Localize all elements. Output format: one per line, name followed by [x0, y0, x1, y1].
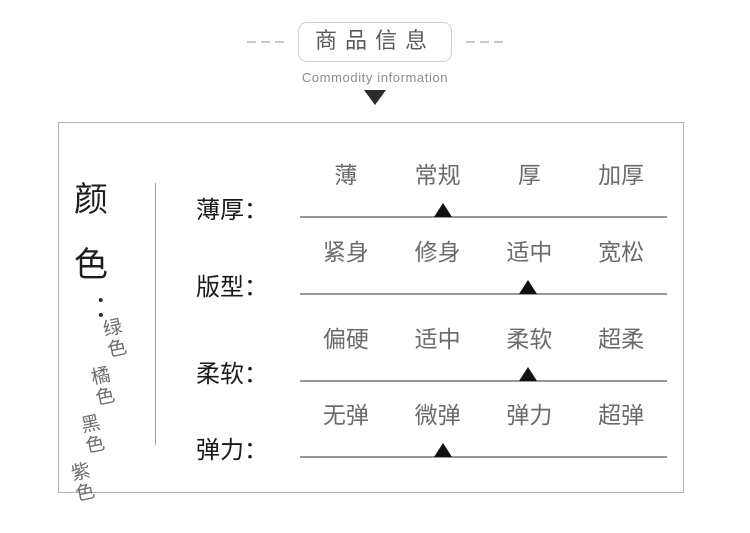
attribute-row-softness: 柔软： 偏硬 适中 柔软 超柔: [196, 316, 671, 390]
scale-marker-softness: [518, 367, 537, 381]
scale-marker-elasticity: [434, 443, 453, 457]
color-option-black-char-2: 色: [83, 431, 107, 458]
color-label-char-1: 颜: [74, 180, 108, 220]
scale-elasticity: 无弹 微弹 弹力 超弹: [300, 402, 667, 466]
scale-marker-thickness: [434, 203, 453, 217]
scale-line-elasticity: [300, 456, 667, 458]
color-option-purple-char-2: 色: [73, 479, 97, 506]
attribute-row-thickness: 薄厚： 薄 常规 厚 加厚: [196, 152, 671, 226]
scale-option-fit-0: 紧身: [322, 240, 369, 266]
down-triangle-icon: [364, 90, 386, 105]
color-option-black: 黑色: [78, 411, 108, 458]
panel-vertical-divider: [155, 183, 156, 445]
scale-option-elasticity-2: 弹力: [506, 403, 553, 429]
scale-line-thickness: [300, 216, 667, 218]
scale-line-softness: [300, 380, 667, 382]
color-option-green-char-2: 色: [105, 335, 129, 362]
scale-option-fit-2: 适中: [506, 240, 553, 266]
attribute-row-fit: 版型： 紧身 修身 适中 宽松: [196, 229, 671, 303]
scale-marker-fit: [518, 280, 537, 294]
color-option-purple: 紫色: [68, 459, 98, 506]
scale-option-softness-0: 偏硬: [322, 327, 369, 353]
color-section: 颜 色 绿色 橘色 黑色 紫色: [62, 170, 157, 505]
scale-fit: 紧身 修身 适中 宽松: [300, 239, 667, 303]
right-dashes-icon: [466, 41, 503, 43]
attribute-label-elasticity: 弹力：: [196, 436, 268, 464]
attribute-label-fit: 版型：: [196, 273, 268, 301]
attribute-rows: 薄厚： 薄 常规 厚 加厚 版型： 紧身 修身 适中 宽松: [196, 152, 676, 462]
scale-option-thickness-3: 加厚: [598, 163, 645, 189]
color-option-orange: 橘色: [88, 363, 118, 410]
scale-option-softness-1: 适中: [414, 327, 461, 353]
color-label-char-2: 色: [74, 245, 108, 285]
title-row: 商品信息: [0, 22, 750, 62]
attribute-label-softness: 柔软：: [196, 360, 268, 388]
scale-option-elasticity-3: 超弹: [598, 403, 645, 429]
scale-thickness: 薄 常规 厚 加厚: [300, 162, 667, 226]
title-box: 商品信息: [297, 22, 452, 62]
scale-options-thickness: 薄 常规 厚 加厚: [300, 162, 667, 191]
scale-option-thickness-0: 薄: [334, 163, 358, 189]
color-option-orange-char-2: 色: [93, 383, 117, 410]
scale-options-elasticity: 无弹 微弹 弹力 超弹: [300, 402, 667, 431]
page-title: 商品信息: [314, 28, 435, 53]
scale-line-fit: [300, 293, 667, 295]
page-subtitle: Commodity information: [301, 70, 449, 85]
scale-option-fit-3: 宽松: [598, 240, 645, 266]
color-option-green: 绿色: [100, 315, 130, 362]
attribute-row-elasticity: 弹力： 无弹 微弹 弹力 超弹: [196, 392, 671, 466]
scale-option-elasticity-1: 微弹: [414, 403, 461, 429]
scale-option-softness-2: 柔软: [506, 327, 553, 353]
header: 商品信息 Commodity information: [0, 22, 750, 112]
scale-options-fit: 紧身 修身 适中 宽松: [300, 239, 667, 268]
info-panel: [58, 122, 684, 493]
scale-option-elasticity-0: 无弹: [322, 403, 369, 429]
left-dashes-icon: [246, 41, 284, 43]
attribute-label-thickness: 薄厚：: [196, 196, 268, 224]
scale-softness: 偏硬 适中 柔软 超柔: [300, 326, 667, 390]
scale-options-softness: 偏硬 适中 柔软 超柔: [300, 326, 667, 355]
scale-option-softness-3: 超柔: [598, 327, 645, 353]
scale-option-thickness-2: 厚: [517, 163, 541, 189]
scale-option-fit-1: 修身: [414, 240, 461, 266]
scale-option-thickness-1: 常规: [414, 163, 461, 189]
